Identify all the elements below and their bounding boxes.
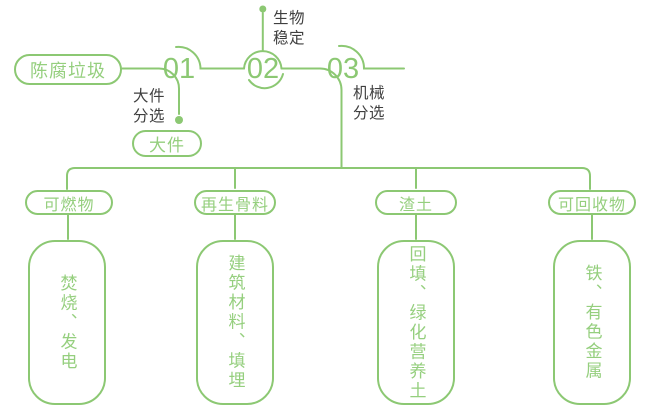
step-number-3: 03 <box>326 53 360 85</box>
category-label: 可燃物 <box>43 196 95 214</box>
category-label: 可回收物 <box>557 196 626 214</box>
step3-process-line2: 分选 <box>353 104 386 122</box>
step-number-1: 01 <box>162 53 196 85</box>
line-step3-down-branch <box>280 67 343 169</box>
bulky-output-label: 大件 <box>149 136 185 155</box>
step3-process-line1: 机械 <box>353 85 386 102</box>
step1-top-arc <box>175 45 245 70</box>
detail-text: 焚烧、发电 <box>57 273 77 372</box>
step1-process-line1: 大件 <box>133 88 166 105</box>
source-pill: 陈腐垃圾 <box>14 54 122 85</box>
source-label: 陈腐垃圾 <box>30 60 106 81</box>
line-source-to-bulky-branch <box>121 67 180 115</box>
category-pill-recycled-aggregate: 再生骨料 <box>194 190 276 215</box>
category-label: 渣土 <box>398 196 433 214</box>
step3-top-arc-tail <box>338 44 405 70</box>
detail-box-residue-soil: 回填、绿化营养土 <box>377 240 455 405</box>
bulky-output-pill: 大件 <box>132 130 202 157</box>
step2-under-arc <box>248 73 284 90</box>
category-pill-recyclables: 可回收物 <box>548 190 636 215</box>
category-label: 再生骨料 <box>200 196 269 214</box>
step1-process-label: 大件 分选 <box>133 87 165 126</box>
step-number-2: 02 <box>246 53 280 85</box>
detail-box-recyclables: 铁、有色金属 <box>553 240 631 405</box>
step2-process-label: 生物 稳定 <box>273 9 305 48</box>
category-pill-combustibles: 可燃物 <box>25 190 113 215</box>
step3-process-label: 机械 分选 <box>353 84 385 123</box>
detail-box-recycled-aggregate: 建筑材料、填埋 <box>196 240 274 405</box>
bio-stem-dot <box>259 5 267 13</box>
step1-process-line2: 分选 <box>133 107 166 125</box>
step2-process-line1: 生物 <box>273 10 306 27</box>
category-pill-residue-soil: 渣土 <box>375 190 457 215</box>
detail-text: 回填、绿化营养土 <box>406 244 426 401</box>
detail-text: 铁、有色金属 <box>582 264 602 381</box>
step2-process-line2: 稳定 <box>273 29 306 47</box>
bulky-branch-dot <box>175 116 183 124</box>
distribution-line <box>66 167 591 190</box>
detail-text: 建筑材料、填埋 <box>225 254 245 391</box>
detail-box-combustibles: 焚烧、发电 <box>28 240 106 405</box>
step2-bio-hump <box>243 50 283 70</box>
